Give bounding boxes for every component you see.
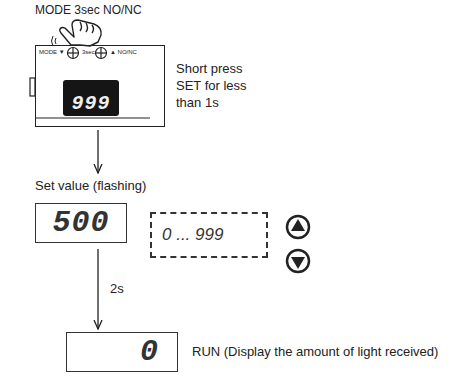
node-text: Set value (flashing) [35,178,146,193]
set-value-group: Set value (flashing) 500 [35,176,155,246]
display-screen: 999 [63,80,119,116]
node-text: 3sec [82,49,95,55]
range-box: 0 ... 999 [150,212,268,258]
up-button [287,216,309,238]
device-line [35,118,150,119]
node-text: 500 [35,203,127,243]
sensor-device: MODE ▼ 3sec ▲ NO/NC 999 [35,45,165,127]
node-text: ▲ NO/NC [110,49,137,55]
edge-label: 2s [110,281,124,296]
down-button [287,250,309,272]
press-note: Short press SET for less than 1s [176,60,271,111]
knob [68,48,107,59]
flow-arrow [97,249,98,329]
flow-arrow [97,130,98,173]
run-note: RUN (Display the amount of light receive… [192,344,438,359]
node-text: 0 ... 999 [162,225,223,245]
node-text: 0 [140,337,159,367]
hand-icon [60,20,101,46]
node-text: 999 [71,94,110,114]
run-box: 0 [66,332,178,372]
instruction-title: MODE 3sec NO/NC [35,3,142,17]
node-text: MODE ▼ [39,49,65,55]
